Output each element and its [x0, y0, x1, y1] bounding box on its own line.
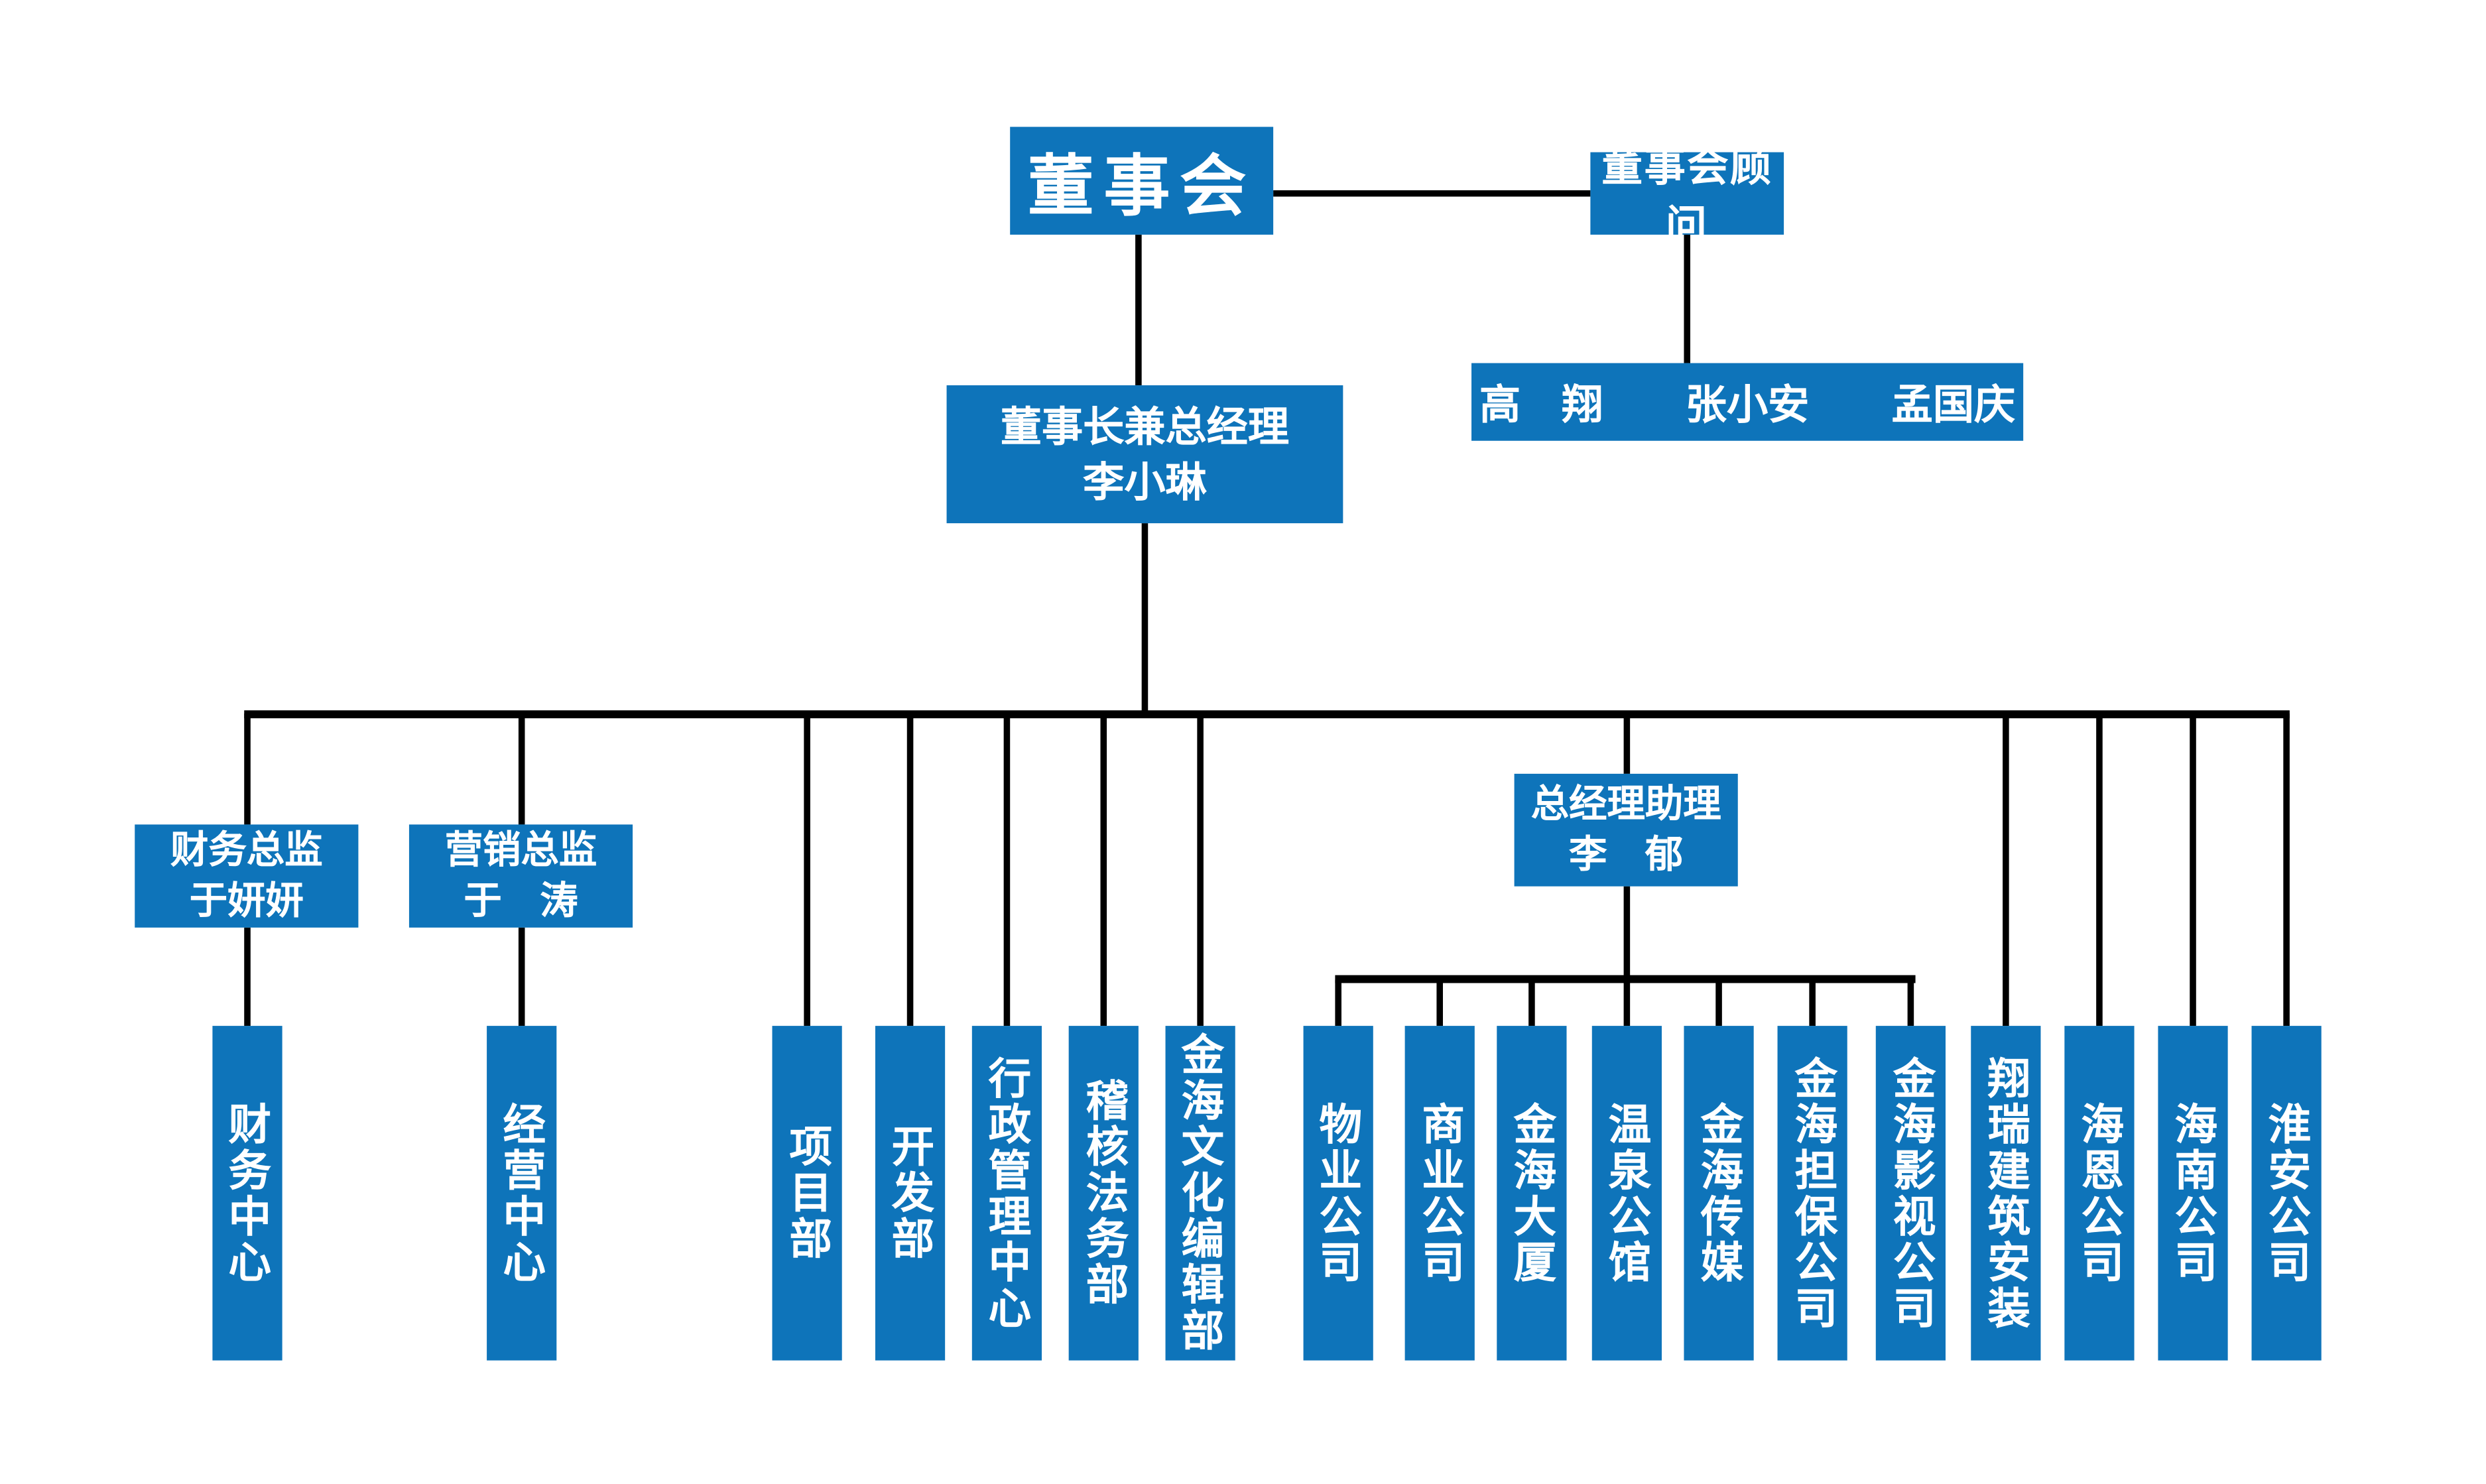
drop-haien-company	[2096, 713, 2103, 1026]
drop-gm-assistant	[1623, 713, 1630, 774]
node-board-advisor-label: 董事会顾问	[1601, 143, 1773, 249]
gm-assistant-title: 总经理助理	[1530, 782, 1721, 826]
drop-project-dept	[804, 713, 811, 1026]
dept-haien-company: 海恩公司	[2064, 1026, 2135, 1361]
node-board-label: 董事会	[1027, 148, 1256, 223]
dept-commercial-company: 商业公司	[1405, 1026, 1475, 1361]
drop-jinhai-film	[1908, 979, 1915, 1026]
dept-property-company: 物业公司	[1302, 1026, 1373, 1361]
drop-finance-center	[243, 927, 250, 1026]
marketing-director-title: 营销总监	[444, 829, 597, 872]
dept-development: 开发部	[875, 1026, 945, 1361]
dept-operations-center: 经营中心	[486, 1026, 556, 1361]
drop-operations-center	[518, 927, 525, 1026]
dept-audit-legal: 稽核法务部	[1069, 1026, 1139, 1361]
connector-board-advisor	[1273, 190, 1591, 197]
main-bus-line	[243, 710, 2290, 719]
drop-audit-legal-dept	[1101, 713, 1107, 1026]
dept-jinhai-guarantee-company: 金海担保公司	[1778, 1026, 1848, 1361]
connector-board-gm	[1135, 234, 1142, 386]
drop-xiangrui-construction	[2003, 713, 2009, 1026]
node-board: 董事会	[1010, 127, 1274, 235]
drop-admin-management-center	[1003, 713, 1010, 1026]
node-marketing-director: 营销总监 于 涛	[408, 824, 633, 928]
drop-finance-director	[243, 713, 250, 825]
drop-jinhai-tower	[1528, 979, 1535, 1026]
chairman-gm-title: 董事长兼总经理	[1000, 402, 1290, 451]
dept-admin-management-center: 行政管理中心	[971, 1026, 1042, 1361]
chairman-gm-name: 李小琳	[1083, 457, 1207, 505]
node-gm-assistant: 总经理助理 李 郁	[1514, 773, 1738, 887]
marketing-director-name: 于 涛	[464, 879, 578, 922]
dept-finance-center: 财务中心	[212, 1026, 282, 1361]
gm-assistant-name: 李 郁	[1569, 833, 1684, 877]
drop-commercial-company	[1437, 979, 1444, 1026]
dept-jinhai-film-company: 金海影视公司	[1876, 1026, 1946, 1361]
drop-development-dept	[906, 713, 913, 1026]
drop-jinhai-media	[1715, 979, 1723, 1026]
drop-gm-assistant-subbus	[1623, 886, 1630, 1026]
finance-director-title: 财务总监	[170, 829, 323, 872]
dept-jinhai-culture-editorial: 金海文化编辑部	[1164, 1026, 1235, 1361]
sub-bus-line	[1334, 975, 1915, 983]
drop-jinhai-culture-editorial	[1196, 713, 1203, 1026]
advisor-names-label: 高 翔 张小安 孟国庆	[1479, 380, 2016, 428]
dept-huaian-company: 淮安公司	[2251, 1026, 2322, 1361]
node-advisor-names: 高 翔 张小安 孟国庆	[1471, 363, 2024, 441]
dept-hainan-company: 海南公司	[2158, 1026, 2228, 1361]
node-chairman-gm: 董事长兼总经理 李小琳	[946, 385, 1343, 524]
connector-gm-bus	[1141, 523, 1149, 714]
dept-jinhai-tower: 金海大厦	[1497, 1026, 1567, 1361]
drop-jinhai-guarantee	[1810, 979, 1816, 1026]
drop-huaian-company	[2283, 713, 2290, 1026]
dept-project: 项目部	[773, 1026, 843, 1361]
dept-jinhai-media: 金海传媒	[1684, 1026, 1754, 1361]
dept-hotspring-mansion: 温泉公馆	[1591, 1026, 1662, 1361]
drop-property-company	[1334, 979, 1341, 1026]
connector-advisor-names	[1684, 234, 1691, 363]
dept-xiangrui-construction: 翔瑞建筑安装	[1971, 1026, 2041, 1361]
drop-hainan-company	[2190, 713, 2196, 1026]
finance-director-name: 于妍妍	[189, 879, 304, 922]
node-finance-director: 财务总监 于妍妍	[135, 824, 359, 928]
node-board-advisor: 董事会顾问	[1590, 143, 1784, 249]
drop-marketing-director	[518, 713, 525, 825]
